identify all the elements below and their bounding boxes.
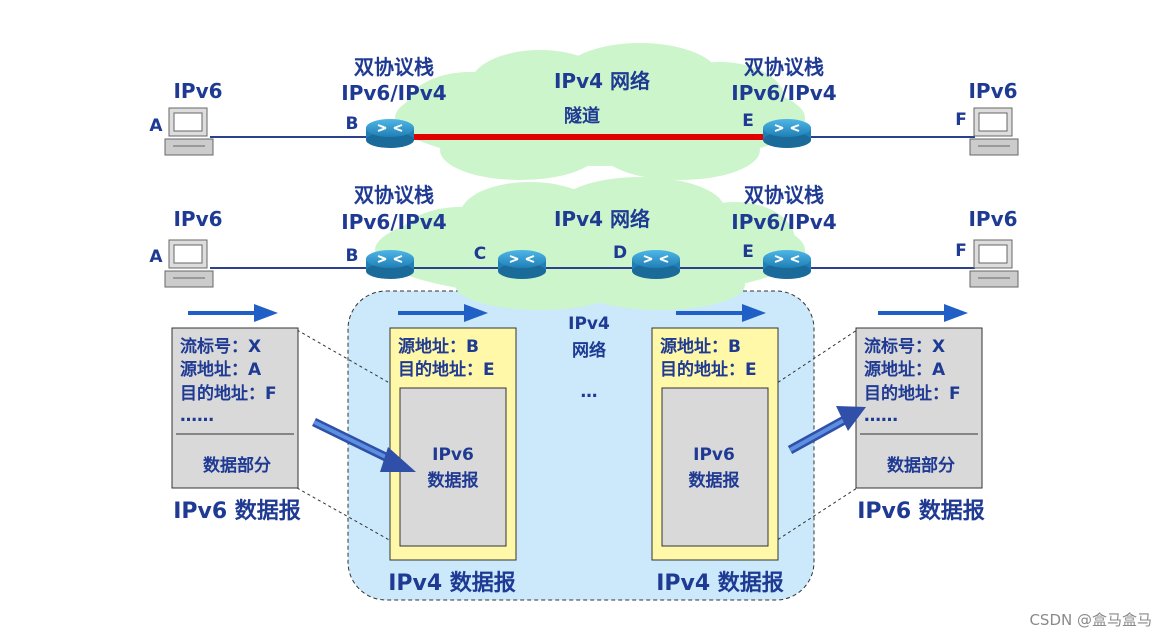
router-e-bottom-icon [763,250,811,279]
router-d-icon [632,250,680,279]
mapping-lines [296,329,858,547]
ipv6-left-line-3: 目的地址：F [180,383,277,404]
ipv4-right-caption: IPv4 数据报 [656,570,784,596]
top-host-f: F [955,110,967,130]
bottom-ipv6-left: IPv6 [173,207,222,231]
router-c-icon [498,250,546,279]
ipv4-left-inner-1: IPv6 [432,445,474,465]
ipv6-left-payload: 数据部分 [203,455,271,476]
ipv4-right-src: 源地址：B [660,336,741,357]
ipv6-packet-left [171,327,299,489]
top-dual-stack-left-line2: IPv6/IPv4 [341,81,446,105]
bottom-cloud-label: IPv4 网络 [554,207,650,231]
decapsulate-arrow [787,406,866,454]
ipv6-left-caption: IPv6 数据报 [173,498,301,524]
bottom-router-b-label: B [346,246,359,266]
top-router-e-label: E [742,111,754,131]
bottom-router-c-label: C [474,244,486,264]
router-b-top-icon [366,119,414,148]
router-b-bottom-icon [366,250,414,279]
computer-f-bottom-icon [969,239,1019,288]
ipv4-cloud-bottom [375,177,805,310]
bottom-router-e-label: E [742,242,754,262]
ipv4-right-inner-2: 数据报 [689,470,740,491]
top-ipv6-left: IPv6 [173,79,222,103]
ipv4-left-src: 源地址：B [398,336,479,357]
ipv6-right-line-1: 流标号：X [864,336,945,357]
bottom-router-d-label: D [613,243,627,263]
ipv6-packet-right [855,327,983,489]
bottom-ipv6-right: IPv6 [968,207,1017,231]
bottom-dual-stack-right-line1: 双协议栈 [744,183,824,207]
top-ipv6-right: IPv6 [968,79,1017,103]
ipv4-left-inner-2: 数据报 [428,470,479,491]
ipv4-right-dst: 目的地址：E [660,359,757,380]
encapsulate-arrow [312,417,416,472]
ipv6-right-line-2: 源地址：A [864,359,946,380]
bottom-dual-stack-right-line2: IPv6/IPv4 [731,210,836,234]
top-dual-stack-right-line2: IPv6/IPv4 [731,81,836,105]
middle-network-line1: IPv4 [568,314,610,334]
middle-network-line2: 网络 [572,340,606,361]
tunnel-label: 隧道 [564,105,600,127]
bottom-host-a: A [149,247,163,267]
bottom-host-f: F [955,241,967,261]
computer-f-top-icon [969,107,1019,156]
ipv4-right-inner-1: IPv6 [693,445,735,465]
computer-a-bottom-icon [164,239,214,288]
top-host-a: A [149,116,163,136]
computer-a-top-icon [164,107,214,156]
router-e-top-icon [763,119,811,148]
ipv6-right-line-4: …… [864,406,898,426]
ipv6-left-line-1: 流标号：X [180,336,261,357]
bottom-dual-stack-left-line1: 双协议栈 [354,183,434,207]
top-router-b-label: B [346,114,359,134]
ipv6-left-line-4: …… [180,406,214,426]
ipv4-left-caption: IPv4 数据报 [388,570,516,596]
top-cloud-label: IPv4 网络 [554,69,650,93]
ipv4-packet-right [651,327,779,561]
top-dual-stack-left-line1: 双协议栈 [354,55,434,79]
top-dual-stack-right-line1: 双协议栈 [744,55,824,79]
ipv6-right-line-3: 目的地址：F [864,383,961,404]
direction-arrows [188,304,968,322]
watermark: CSDN @盒马盒马 [1029,611,1152,629]
ipv6-right-caption: IPv6 数据报 [857,498,985,524]
ipv6-left-line-2: 源地址：A [180,359,262,380]
ipv6-right-payload: 数据部分 [887,455,955,476]
ipv4-left-dst: 目的地址：E [398,359,495,380]
bottom-dual-stack-left-line2: IPv6/IPv4 [341,210,446,234]
middle-network-ellipsis: … [581,382,598,402]
ipv4-packet-left [389,327,517,561]
